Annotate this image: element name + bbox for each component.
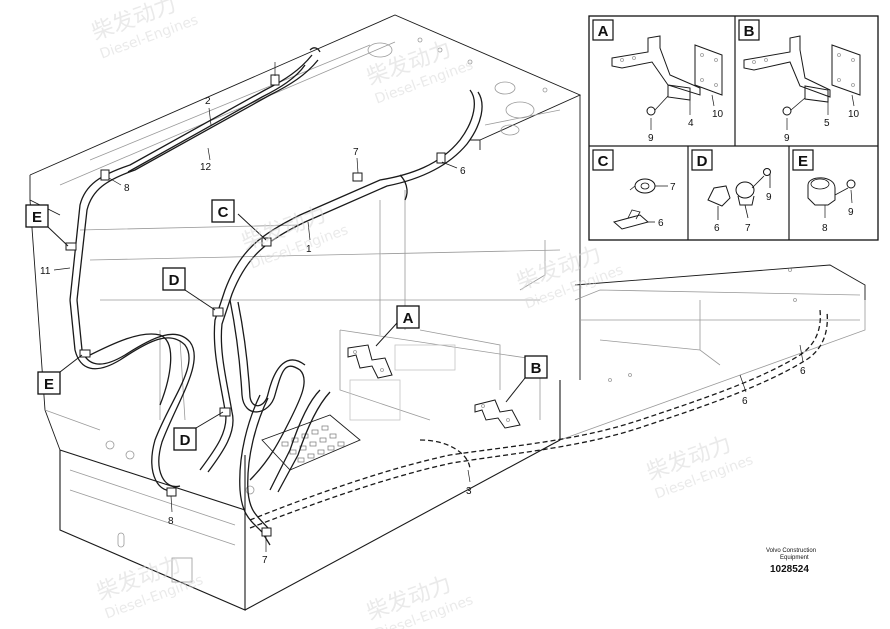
machine-frame xyxy=(29,14,866,611)
part-label-1: 1 xyxy=(306,221,312,255)
svg-text:8: 8 xyxy=(168,516,174,527)
watermark-1: 柴发动力 Diesel-Engines xyxy=(89,0,201,63)
svg-text:6: 6 xyxy=(714,223,720,234)
part-label-2: 2 xyxy=(205,96,212,126)
bracket-b-main xyxy=(474,399,521,429)
svg-text:7: 7 xyxy=(670,182,676,193)
svg-text:3: 3 xyxy=(466,486,472,497)
svg-text:C: C xyxy=(218,204,229,221)
callout-a: A xyxy=(375,305,420,347)
svg-text:D: D xyxy=(180,432,191,449)
part-number-labels: 1 2 3 6 6 6 7 7 8 8 11 12 xyxy=(40,62,806,566)
svg-text:10: 10 xyxy=(848,109,860,120)
svg-text:1028524: 1028524 xyxy=(770,564,809,575)
svg-text:B: B xyxy=(531,360,542,377)
svg-text:7: 7 xyxy=(745,223,751,234)
step-plate-holes xyxy=(281,425,345,463)
detail-d: D 9 6 7 xyxy=(691,149,772,234)
callout-b: B xyxy=(505,355,548,403)
svg-text:E: E xyxy=(32,209,42,226)
svg-text:9: 9 xyxy=(648,133,654,144)
svg-text:8: 8 xyxy=(822,223,828,234)
watermark-3: 柴发动力 Diesel-Engines xyxy=(239,202,351,273)
callout-d-lower: D xyxy=(173,411,224,451)
svg-text:7: 7 xyxy=(353,147,359,158)
svg-text:E: E xyxy=(44,376,54,393)
svg-text:9: 9 xyxy=(848,207,854,218)
part-label-7-upper: 7 xyxy=(353,147,359,174)
part-label-6-upper: 6 xyxy=(441,161,466,177)
drawing-credit: Volvo Construction Equipment 1028524 xyxy=(766,548,816,575)
svg-text:7: 7 xyxy=(262,555,268,566)
part-label-12: 12 xyxy=(200,147,212,173)
svg-text:6: 6 xyxy=(460,166,466,177)
part-label-7-lower: 7 xyxy=(262,536,268,566)
watermark-4: 柴发动力 Diesel-Engines xyxy=(514,242,626,313)
part-label-8-lower: 8 xyxy=(168,495,174,527)
svg-text:8: 8 xyxy=(124,183,130,194)
svg-text:5: 5 xyxy=(824,118,830,129)
hose-clamps xyxy=(65,74,446,537)
part-label-6-mid: 6 xyxy=(739,374,748,407)
bracket-a-main xyxy=(347,344,393,379)
hose-routing xyxy=(69,47,828,546)
svg-text:11: 11 xyxy=(40,266,51,277)
part-label-3: 3 xyxy=(466,469,472,497)
svg-text:6: 6 xyxy=(742,396,748,407)
part-label-11: 11 xyxy=(40,266,71,277)
watermark-7: 柴发动力 Diesel-Engines xyxy=(364,572,476,629)
svg-text:2: 2 xyxy=(205,96,211,107)
callout-e-lower: E xyxy=(37,354,83,395)
callout-d-upper: D xyxy=(162,267,216,311)
svg-text:A: A xyxy=(403,310,414,327)
svg-text:10: 10 xyxy=(712,109,724,120)
svg-text:A: A xyxy=(598,23,609,40)
svg-text:6: 6 xyxy=(658,218,664,229)
svg-text:C: C xyxy=(598,153,609,170)
detail-c: C 7 6 xyxy=(592,149,676,230)
svg-text:6: 6 xyxy=(800,366,806,377)
part-label-6-right: 6 xyxy=(799,344,806,377)
watermark-5: 柴发动力 Diesel-Engines xyxy=(644,432,756,503)
part-label-8-upper: 8 xyxy=(108,177,130,194)
svg-text:9: 9 xyxy=(766,192,772,203)
detail-panels: A 9 4 10 B 9 5 xyxy=(588,15,879,241)
svg-text:4: 4 xyxy=(688,118,694,129)
detail-e: E 9 8 xyxy=(792,149,856,234)
svg-text:Equipment: Equipment xyxy=(780,555,809,561)
svg-text:D: D xyxy=(697,153,708,170)
callout-e-upper: E xyxy=(25,204,69,247)
callout-c: C xyxy=(211,199,267,241)
svg-text:12: 12 xyxy=(200,162,212,173)
svg-text:1: 1 xyxy=(306,244,312,255)
detail-b: B 9 5 10 xyxy=(738,19,861,144)
svg-text:B: B xyxy=(744,23,755,40)
detail-a: A 9 4 10 xyxy=(592,19,724,144)
svg-text:Volvo Construction: Volvo Construction xyxy=(766,548,816,554)
svg-text:E: E xyxy=(798,153,808,170)
svg-text:D: D xyxy=(169,272,180,289)
svg-text:9: 9 xyxy=(784,133,790,144)
